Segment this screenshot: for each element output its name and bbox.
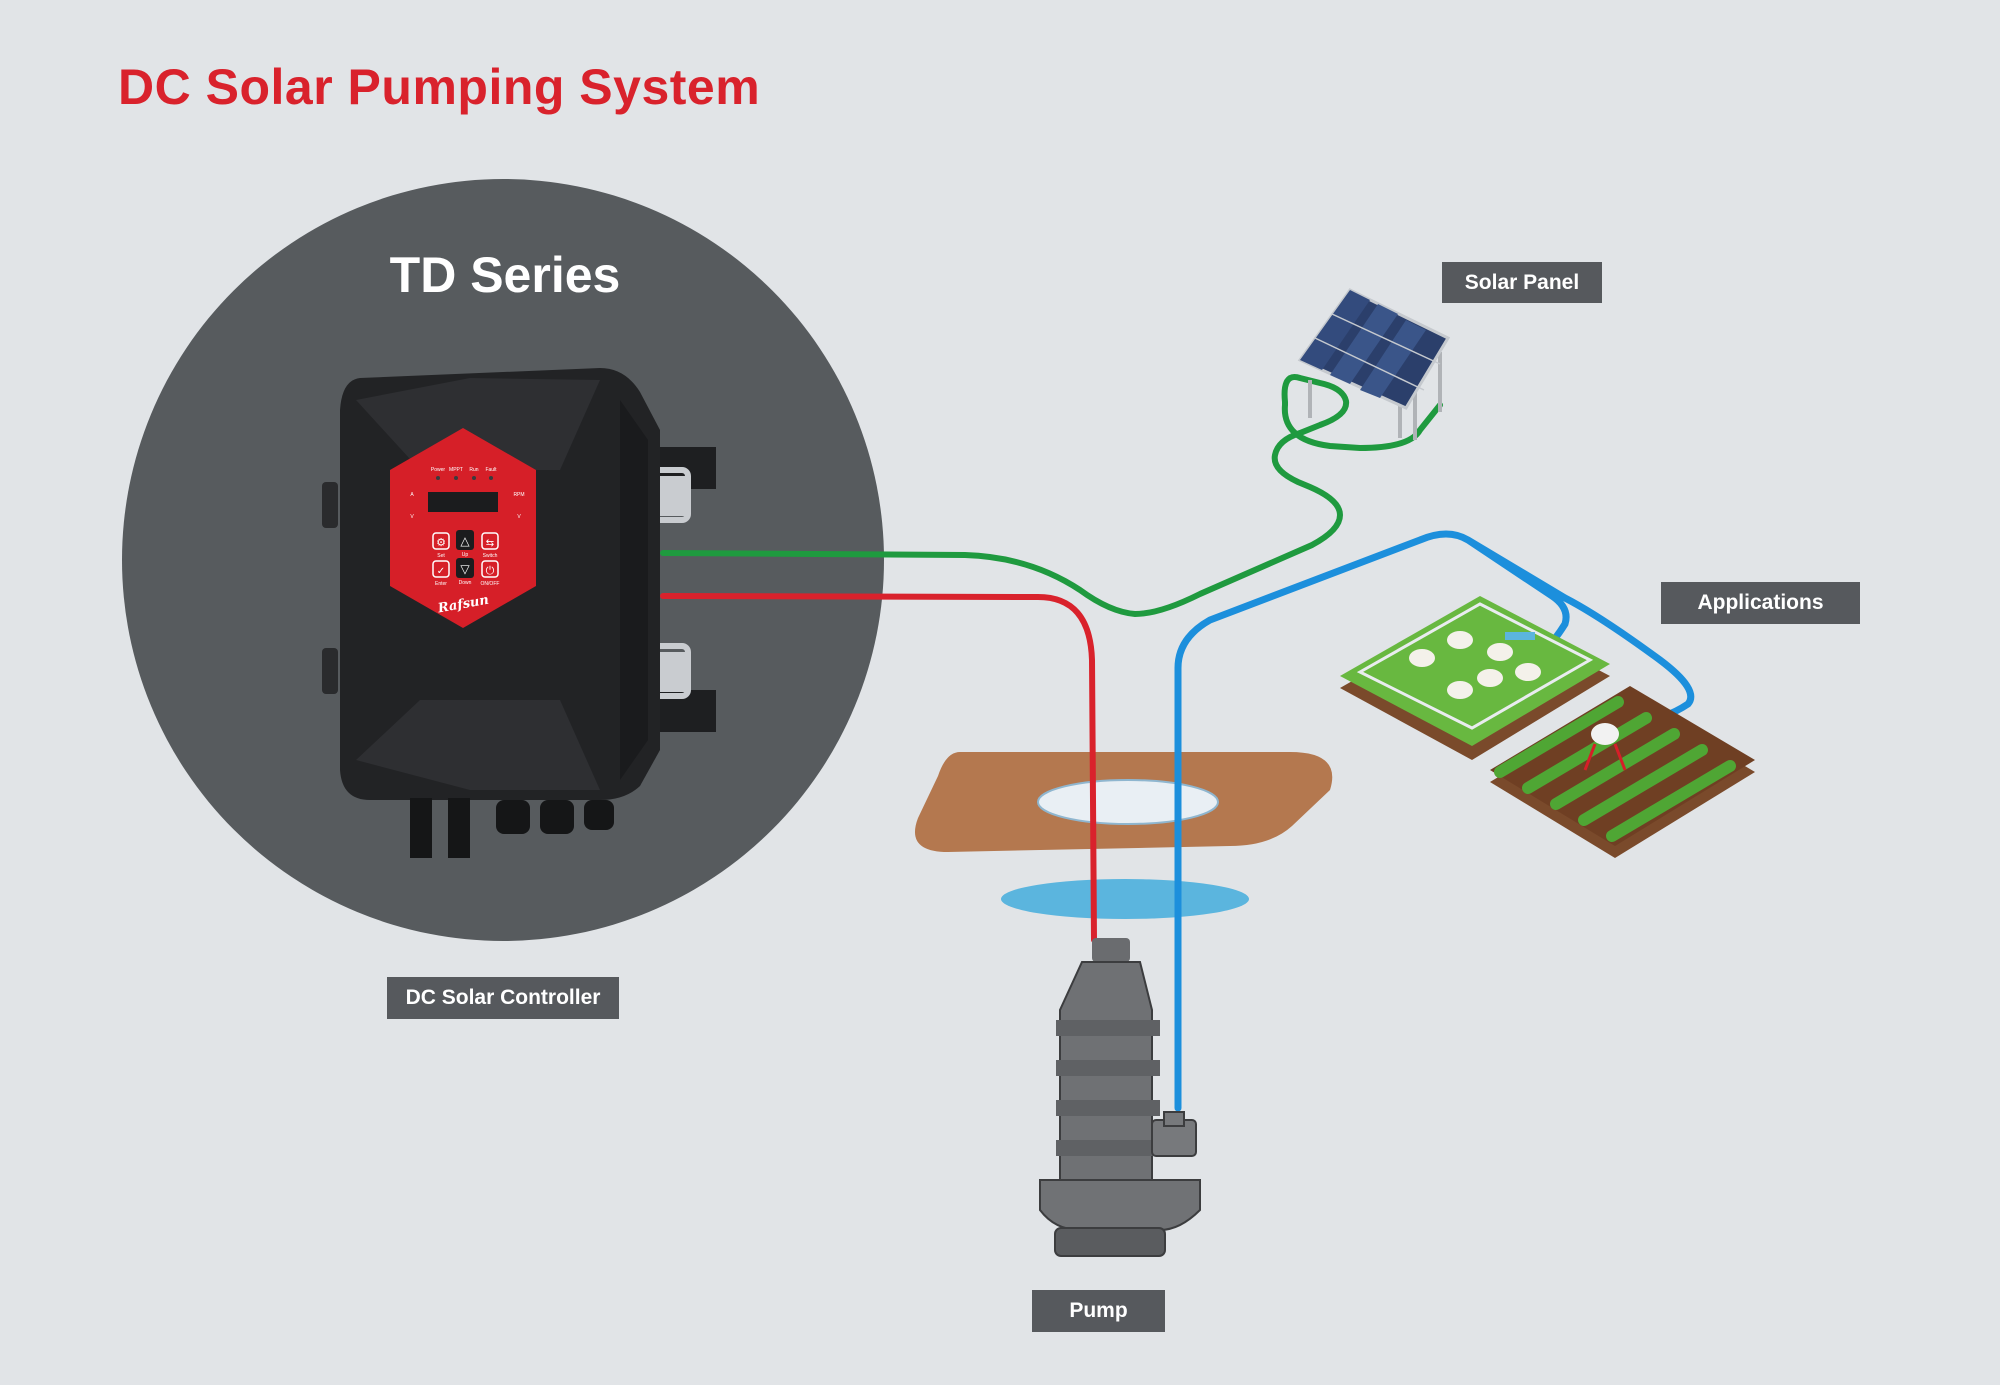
svg-text:⇆: ⇆ <box>486 538 494 549</box>
led-label-mppt: MPPT <box>449 467 463 473</box>
well-icon <box>914 752 1333 919</box>
irrigated-field-icon <box>1490 686 1755 858</box>
controller-label: DC Solar Controller <box>387 977 619 1019</box>
key-label-up: Up <box>462 552 469 558</box>
svg-text:⚙: ⚙ <box>436 536 446 549</box>
livestock-farm-icon <box>1340 596 1610 760</box>
solar-panel-label: Solar Panel <box>1442 262 1602 303</box>
pump-label: Pump <box>1032 1290 1165 1332</box>
led-label-power: Power <box>431 467 446 473</box>
svg-text:▽: ▽ <box>460 562 470 576</box>
series-title: TD Series <box>389 247 621 303</box>
key-label-down: Down <box>459 580 472 586</box>
key-label-set: Set <box>437 553 445 559</box>
water-pipe-blue <box>1174 530 1695 1112</box>
key-label-enter: Enter <box>435 581 447 587</box>
key-label-switch: Switch <box>483 553 498 559</box>
solar-panel-icon <box>1297 288 1451 440</box>
power-cable-red <box>660 593 1097 943</box>
solar-controller-icon: △ ▽ ⚙ ⇆ ✓ ⏻ Power MPPT Run Fault A V RPM… <box>322 368 716 858</box>
key-label-onoff: ON/OFF <box>481 581 500 587</box>
submersible-pump-icon <box>1039 938 1201 1257</box>
led-label-run: Run <box>469 467 478 473</box>
applications-label: Applications <box>1661 582 1860 624</box>
svg-text:⏻: ⏻ <box>486 564 495 577</box>
indicator-left-a: A <box>410 492 414 498</box>
svg-text:✓: ✓ <box>437 566 445 577</box>
indicator-right-v: V <box>517 514 521 520</box>
pv-cable-green <box>660 374 1443 618</box>
indicator-right-rpm: RPM <box>513 492 524 498</box>
indicator-left-v: V <box>410 514 414 520</box>
page-title: DC Solar Pumping System <box>118 59 761 115</box>
led-label-fault: Fault <box>485 467 497 473</box>
svg-text:△: △ <box>460 534 470 548</box>
